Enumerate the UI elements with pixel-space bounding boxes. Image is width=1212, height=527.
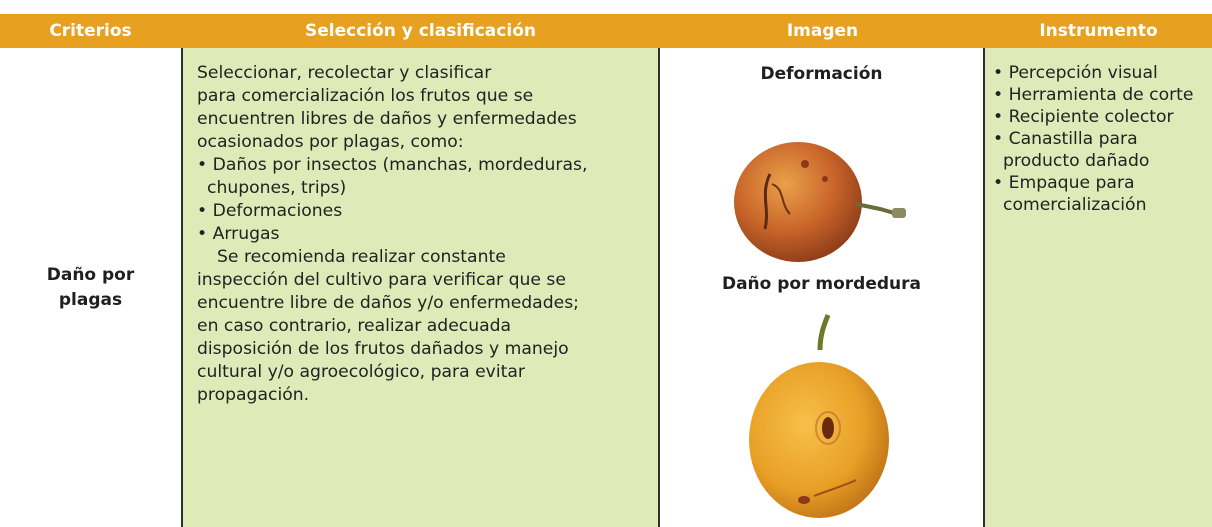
closing-line: propagación. — [197, 385, 310, 405]
instrumento-item: Empaque para comercialización — [993, 172, 1208, 216]
criterio-cell: Daño por plagas — [0, 48, 181, 527]
header-imagen: Imagen — [660, 14, 985, 48]
criterio-line-2: plagas — [58, 289, 123, 310]
header-instrumento: Instrumento — [985, 14, 1212, 48]
instrumento-item: Percepción visual — [993, 62, 1208, 84]
bullet-item: • Arrugas — [197, 224, 280, 244]
closing-line: cultural y/o agroecológico, para evitar — [197, 362, 525, 382]
instrumento-cell: Percepción visual Herramienta de corte R… — [985, 48, 1212, 527]
instrumento-item: Canastilla para producto dañado — [993, 128, 1208, 172]
bullet-item: • Daños por insectos (manchas, mordedura… — [197, 155, 588, 198]
instrumento-item: Herramienta de corte — [993, 84, 1208, 106]
closing-line: en caso contrario, realizar adecuada — [197, 316, 512, 336]
intro-line: encuentren libres de daños y enfermedade… — [197, 109, 577, 129]
instrumento-item: Recipiente colector — [993, 106, 1208, 128]
closing-line: encuentre libre de daños y/o enfermedade… — [197, 293, 579, 313]
header-seleccion: Selección y clasificación — [181, 14, 660, 48]
instrumento-list: Percepción visual Herramienta de corte R… — [993, 62, 1208, 216]
image-title-mordedura: Daño por mordedura — [721, 274, 922, 294]
image-title-deformacion: Deformación — [760, 64, 883, 84]
seleccion-cell: Seleccionar, recolectar y clasificar par… — [181, 48, 660, 527]
intro-line: ocasionados por plagas, como: — [197, 132, 464, 152]
closing-line: inspección del cultivo para verificar qu… — [197, 270, 566, 290]
closing-line: disposición de los frutos dañados y mane… — [197, 339, 569, 359]
criterio-label: Daño por plagas — [31, 263, 151, 313]
header-criterios: Criterios — [0, 14, 181, 48]
imagen-cell: Deformación Daño por mordedura — [660, 48, 985, 527]
bitten-fruit-image — [749, 314, 889, 518]
closing-line: Se recomienda realizar constante — [217, 247, 506, 267]
intro-line: Seleccionar, recolectar y clasificar — [197, 63, 492, 83]
criterio-line-1: Daño por — [46, 264, 135, 285]
deformed-fruit-image — [734, 142, 906, 262]
bullet-item: • Deformaciones — [197, 201, 343, 221]
intro-line: para comercialización los frutos que se — [197, 86, 534, 106]
